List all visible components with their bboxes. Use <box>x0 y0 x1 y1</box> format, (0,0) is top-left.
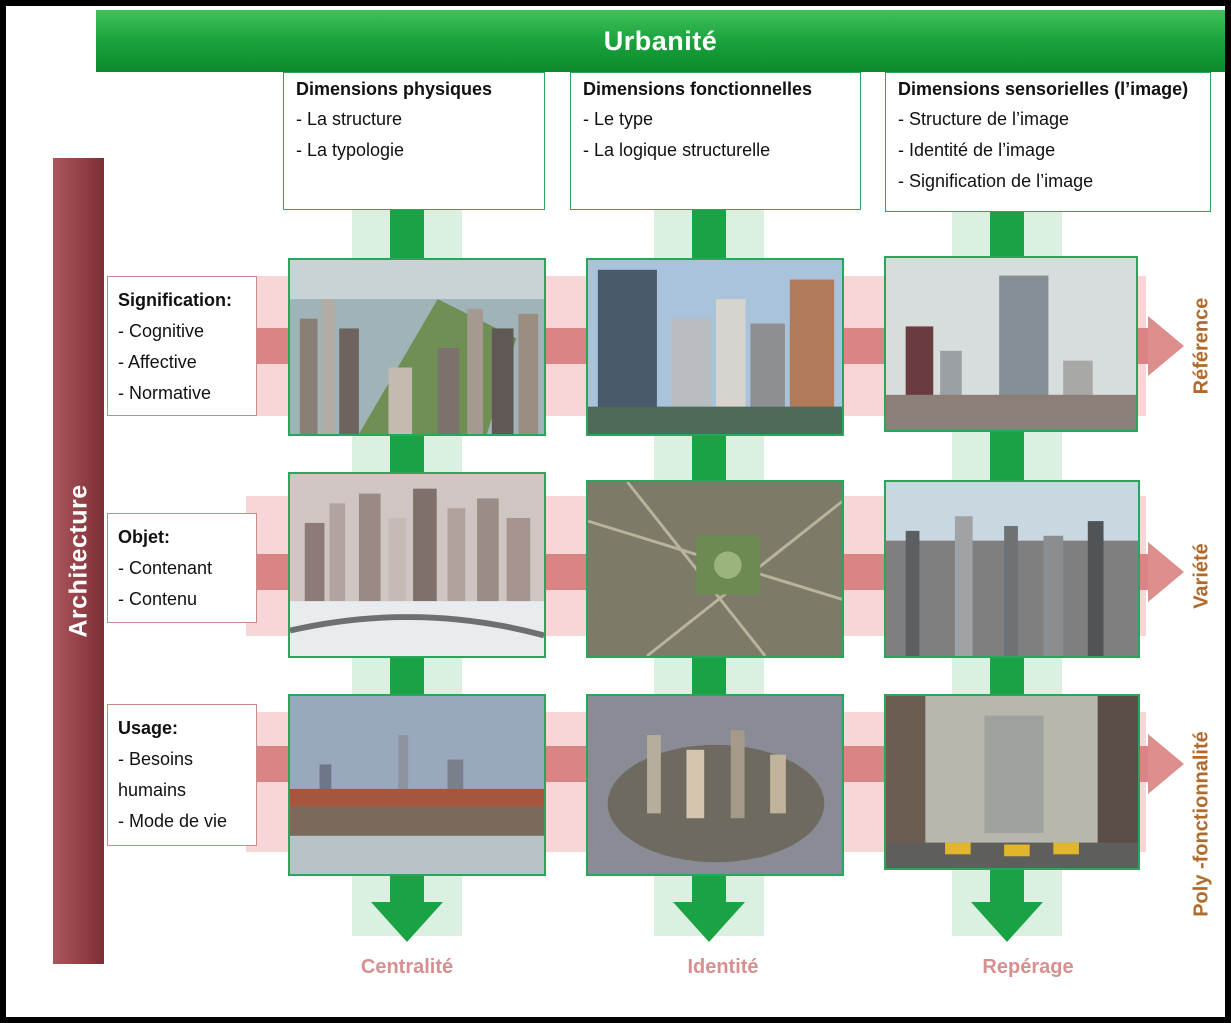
city-photo-panorama <box>884 480 1140 658</box>
arrow-right-3 <box>1148 734 1184 794</box>
row-box-usage: Usage: - Besoins humains - Mode de vie <box>107 704 257 846</box>
dimension-item: - Identité de l’image <box>898 140 1056 160</box>
column-outcome-label: Centralité <box>360 956 454 978</box>
city-photo-satellite <box>586 480 844 658</box>
dimension-item: - La typologie <box>296 140 405 160</box>
row-title: Usage: <box>118 718 179 738</box>
row-box-objet: Objet: - Contenant - Contenu <box>107 513 257 623</box>
row-item: - Cognitive <box>118 321 205 341</box>
row-title: Signification: <box>118 290 232 310</box>
row-item: - Affective <box>118 352 197 372</box>
column-outcome-label: Identité <box>687 956 759 978</box>
arrow-right-2 <box>1148 542 1184 602</box>
diagram-canvas: Urbanité Dimensions physiques - La struc… <box>6 6 1225 1017</box>
city-photo-lower-manhattan <box>586 694 844 876</box>
dimension-box-sensory: Dimensions sensorielles (l’image) - Stru… <box>885 72 1211 212</box>
architecture-label: Architecture <box>64 484 92 638</box>
row-outcome-label: Poly -fonctionnalité <box>1190 731 1213 917</box>
city-photo-aerial-park <box>288 258 546 436</box>
row-title: Objet: <box>118 527 170 547</box>
column-outcome-label: Repérage <box>982 956 1074 978</box>
dimension-item: - Le type <box>583 109 654 129</box>
city-photo-street <box>884 694 1140 870</box>
row-item: humains <box>118 780 187 800</box>
row-item: - Normative <box>118 383 212 403</box>
row-item: - Mode de vie <box>118 811 228 831</box>
row-outcome-label: Variété <box>1190 543 1213 609</box>
arrow-down-3 <box>971 902 1043 942</box>
row-item: - Contenant <box>118 558 213 578</box>
row-item: - Besoins <box>118 749 194 769</box>
dimension-box-functional: Dimensions fonctionnelles - Le type - La… <box>570 72 861 210</box>
dimension-title: Dimensions physiques <box>296 79 493 99</box>
city-photo-towers <box>586 258 844 436</box>
dimension-item: - Signification de l’image <box>898 171 1094 191</box>
arrow-down-1 <box>371 902 443 942</box>
city-photo-bridge <box>288 694 546 876</box>
dimension-title: Dimensions sensorielles (l’image) <box>898 79 1189 99</box>
dimension-box-physical: Dimensions physiques - La structure - La… <box>283 72 545 210</box>
dimension-item: - Structure de l’image <box>898 109 1070 129</box>
arrow-down-2 <box>673 902 745 942</box>
dimension-item: - La structure <box>296 109 403 129</box>
row-item: - Contenu <box>118 589 198 609</box>
row-outcome-label: Référence <box>1190 297 1213 395</box>
arrow-right-1 <box>1148 316 1184 376</box>
dimension-title: Dimensions fonctionnelles <box>583 79 813 99</box>
row-box-signification: Signification: - Cognitive - Affective -… <box>107 276 257 416</box>
banner-title: Urbanité <box>96 10 1225 72</box>
architecture-bar: Architecture <box>53 158 104 964</box>
city-photo-downtown <box>288 472 546 658</box>
dimension-item: - La logique structurelle <box>583 140 771 160</box>
city-photo-skyline-haze <box>884 256 1138 432</box>
